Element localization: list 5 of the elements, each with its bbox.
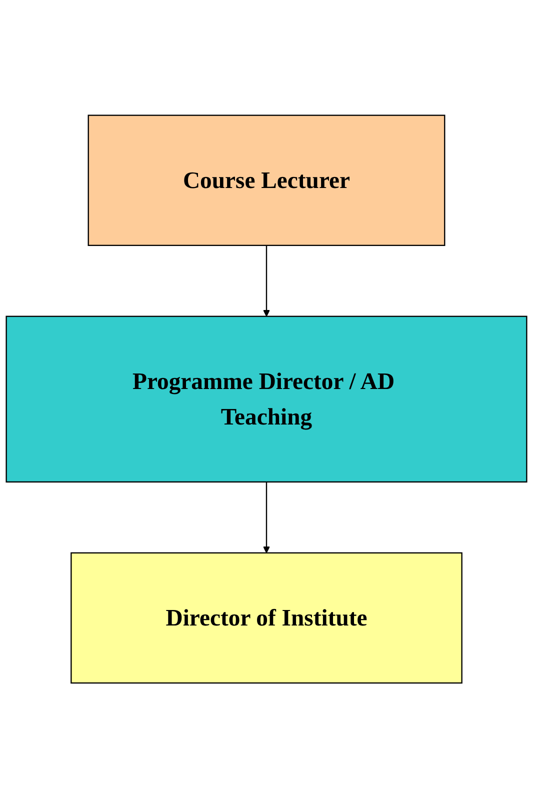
node-box: Director of Institute — [70, 552, 462, 684]
node-box: Programme Director / AD Teaching — [6, 316, 528, 482]
arrow — [263, 245, 270, 317]
node-box: Course Lecturer — [88, 114, 446, 246]
arrow — [263, 482, 270, 554]
